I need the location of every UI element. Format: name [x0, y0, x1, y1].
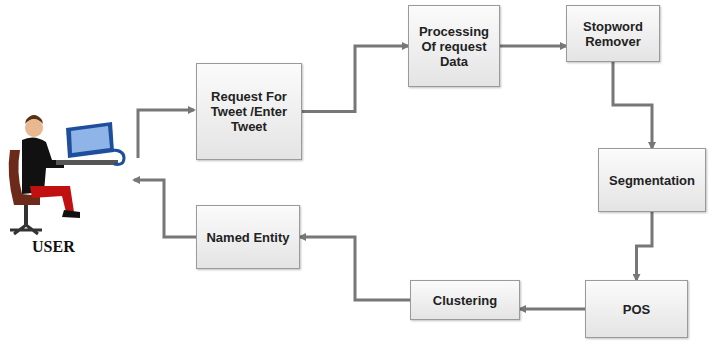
legs: [30, 186, 74, 212]
torso: [22, 137, 64, 194]
box-text: Request For Tweet /Enter Tweet: [203, 89, 295, 134]
flow-arrow: [302, 46, 408, 112]
chair-post: [24, 205, 28, 227]
flow-arrow: [613, 62, 652, 148]
user-in-arrow: [134, 180, 196, 237]
box-text: Clustering: [433, 293, 497, 308]
process-box: Named Entity: [196, 205, 300, 269]
head: [25, 119, 43, 137]
process-box: Segmentation: [598, 148, 706, 212]
shoe: [62, 210, 80, 218]
chair-base: [10, 225, 42, 234]
box-text: Segmentation: [609, 173, 695, 188]
flow-arrow: [300, 237, 410, 300]
process-box: Clustering: [410, 280, 520, 320]
process-box: Processing Of request Data: [408, 5, 500, 87]
cable: [112, 150, 124, 164]
box-text: Stopword Remover: [573, 19, 653, 49]
process-box: Stopword Remover: [566, 5, 660, 62]
flow-arrow: [520, 308, 585, 311]
box-text: POS: [623, 302, 650, 317]
box-text: Named Entity: [206, 230, 289, 245]
process-box: Request For Tweet /Enter Tweet: [196, 63, 302, 160]
screen: [71, 126, 110, 153]
actor-label: USER: [32, 238, 75, 256]
user-out-arrow: [138, 110, 194, 158]
desk: [56, 160, 118, 165]
flow-arrow: [637, 212, 653, 280]
box-text: Processing Of request Data: [415, 24, 493, 69]
monitor: [66, 122, 114, 158]
flow-arrow: [500, 45, 566, 48]
hair: [25, 115, 43, 124]
process-box: POS: [585, 280, 688, 338]
